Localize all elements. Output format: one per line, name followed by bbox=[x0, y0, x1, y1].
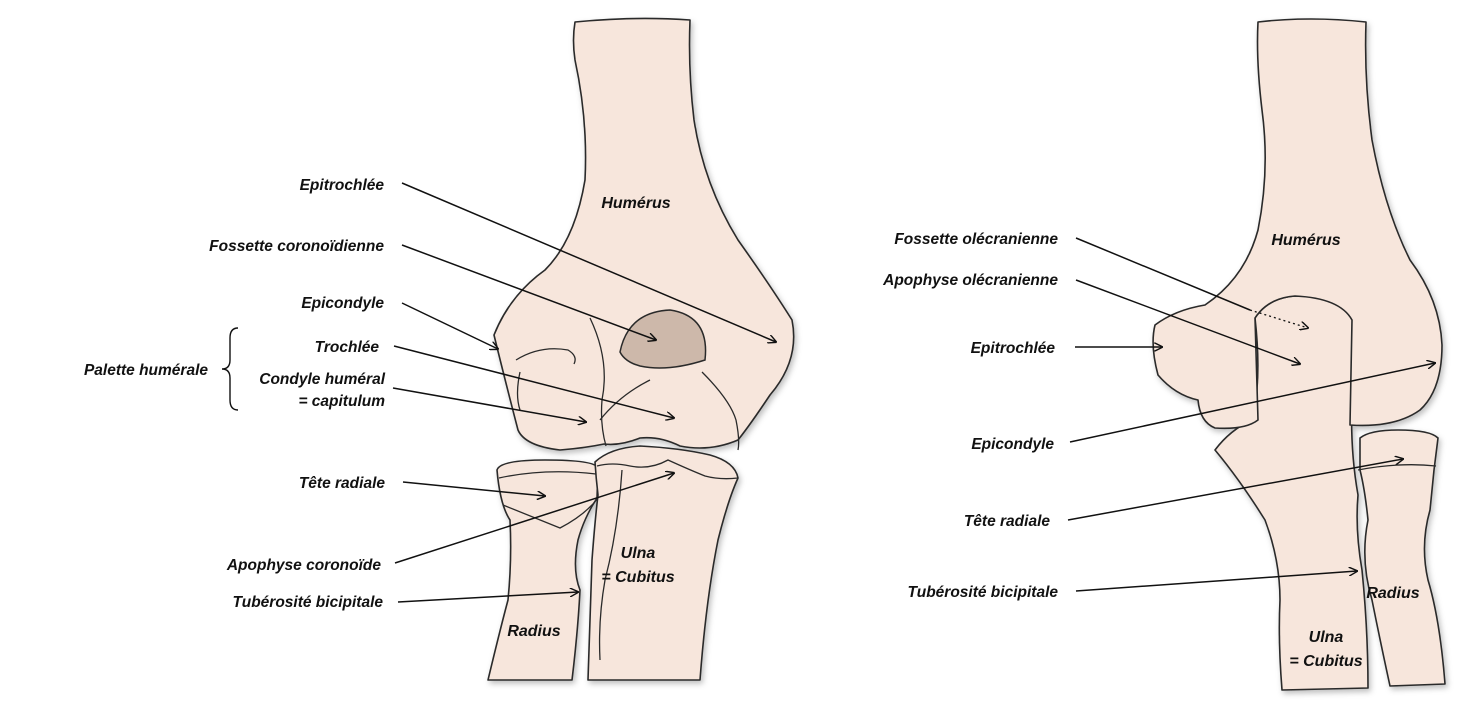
posterior-humerus-label: Humérus bbox=[1271, 232, 1340, 249]
label-tete-radiale: Tête radiale bbox=[299, 475, 386, 492]
label-epitrochlee: Epitrochlée bbox=[300, 177, 385, 194]
anterior-radius-label: Radius bbox=[507, 623, 560, 640]
anterior-coronoid-fossa bbox=[619, 309, 707, 369]
posterior-radius-label: Radius bbox=[1366, 585, 1419, 602]
posterior-view bbox=[1152, 18, 1446, 691]
posterior-ulna-label: Ulna bbox=[1309, 629, 1344, 646]
posterior-humerus-bone bbox=[1152, 18, 1443, 430]
anterior-cubitus-label: = Cubitus bbox=[601, 569, 674, 586]
label-apophyse-coronoide: Apophyse coronoïde bbox=[226, 557, 382, 574]
label-fossette-olecranienne: Fossette olécranienne bbox=[894, 231, 1058, 248]
label-capitulum: = capitulum bbox=[298, 393, 385, 410]
label-palette-humerale: Palette humérale bbox=[84, 362, 208, 379]
anterior-view bbox=[487, 17, 795, 681]
posterior-leaders bbox=[1067, 237, 1435, 592]
anterior-text: Humérus Ulna = Cubitus Radius Epitrochlé… bbox=[84, 177, 675, 640]
anterior-humerus-bone bbox=[493, 17, 795, 451]
label-condyle-humeral: Condyle huméral bbox=[259, 371, 385, 388]
label-epicondyle: Epicondyle bbox=[301, 295, 384, 312]
posterior-text: Humérus Ulna = Cubitus Radius Fossette o… bbox=[882, 231, 1420, 670]
posterior-cubitus-label: = Cubitus bbox=[1289, 653, 1362, 670]
label-tuberosite-bicipitale: Tubérosité bicipitale bbox=[233, 594, 384, 611]
label-posterior-tuberosite-bicipitale: Tubérosité bicipitale bbox=[908, 584, 1059, 601]
label-apophyse-olecranienne: Apophyse olécranienne bbox=[882, 272, 1058, 289]
label-posterior-epicondyle: Epicondyle bbox=[971, 436, 1054, 453]
label-fossette-coronoidienne: Fossette coronoïdienne bbox=[209, 238, 384, 255]
label-posterior-tete-radiale: Tête radiale bbox=[964, 513, 1051, 530]
posterior-details bbox=[1357, 464, 1437, 471]
anterior-ulna-bone bbox=[587, 445, 739, 681]
anterior-radius-bone bbox=[487, 459, 599, 681]
anterior-leaders bbox=[392, 182, 776, 603]
posterior-radius-bone bbox=[1359, 429, 1446, 687]
anterior-ulna-label: Ulna bbox=[621, 545, 656, 562]
label-trochlee: Trochlée bbox=[315, 339, 380, 356]
anterior-details bbox=[498, 317, 740, 661]
anterior-humerus-label: Humérus bbox=[601, 195, 670, 212]
palette-humerale-brace bbox=[221, 327, 239, 411]
label-posterior-epitrochlee: Epitrochlée bbox=[971, 340, 1056, 357]
